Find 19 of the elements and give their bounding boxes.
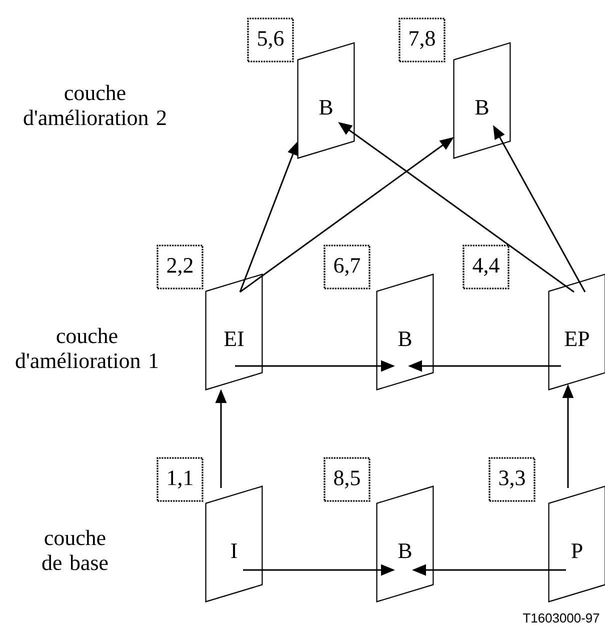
order-number-box: 3,3 xyxy=(488,457,536,502)
order-number-box: 8,5 xyxy=(324,457,370,502)
order-number-box: 6,7 xyxy=(324,244,370,290)
picture-frame: B xyxy=(297,42,355,159)
order-number-box: 7,8 xyxy=(398,18,446,62)
order-number-box: 4,4 xyxy=(462,244,510,290)
layer-label: couche de base xyxy=(42,530,108,570)
picture-frame: B xyxy=(453,42,511,159)
picture-frame: EP xyxy=(548,274,605,390)
layer-label: couche d'amélioration 2 xyxy=(24,84,166,126)
order-number-box: 2,2 xyxy=(156,244,204,290)
picture-frame: B xyxy=(376,486,434,602)
layer-label: couche d'amélioration 1 xyxy=(16,328,158,368)
order-number-box: 1,1 xyxy=(156,457,204,502)
picture-frame: B xyxy=(376,274,434,390)
order-number-box: 5,6 xyxy=(247,18,294,62)
picture-frame: P xyxy=(548,486,605,602)
picture-frame: EI xyxy=(205,274,263,390)
picture-frame: I xyxy=(205,486,263,602)
